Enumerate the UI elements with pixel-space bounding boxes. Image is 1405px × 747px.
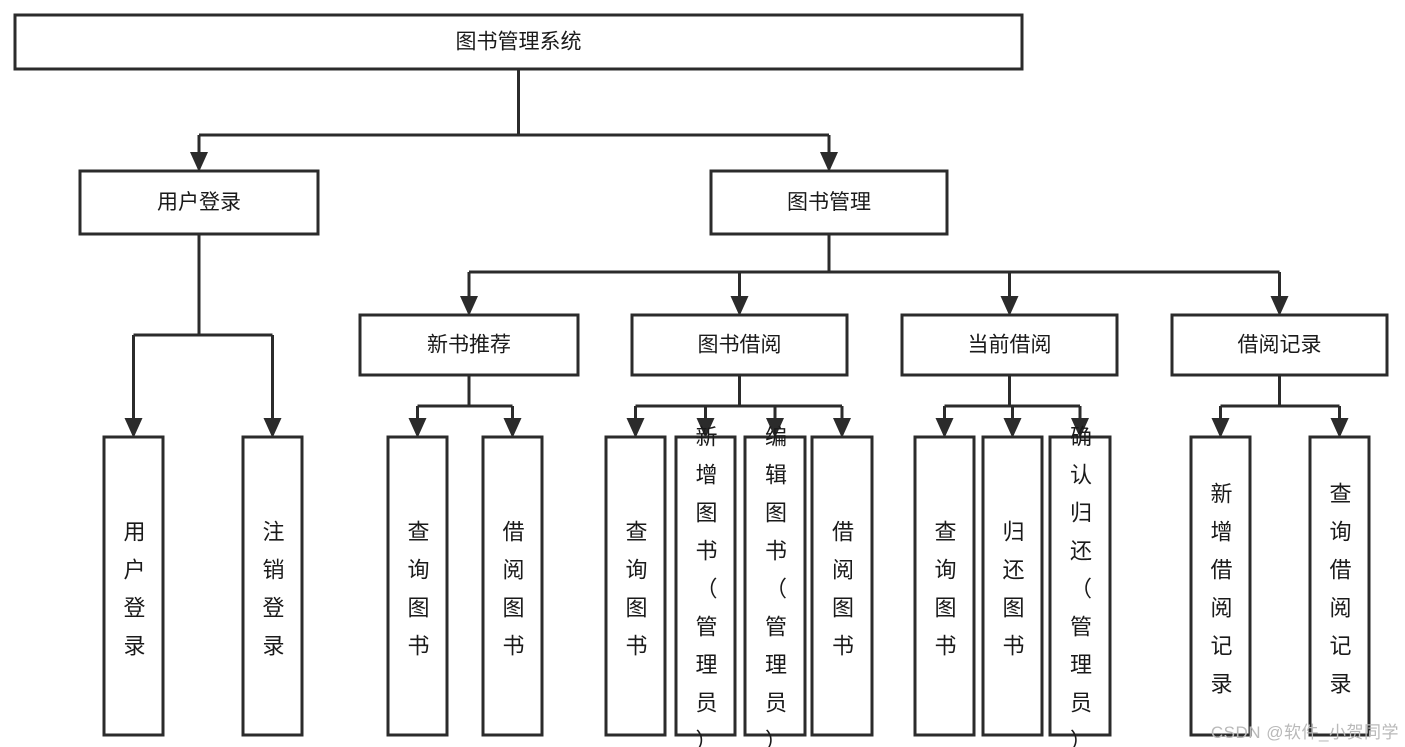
diagram-node-leaf-query-record[interactable]: 查询借阅记录 [1308,435,1371,737]
arrow-head-icon [1003,418,1022,438]
diagram-node-root[interactable]: 图书管理系统 [13,13,1024,71]
arrow-head-icon [730,296,749,316]
node-box [481,435,544,737]
diagram-node-leaf-borrow-book-2[interactable]: 借阅图书 [810,435,874,737]
node-label: 新书推荐 [427,334,511,357]
node-box [810,435,874,737]
arrow-head-icon [696,418,715,438]
diagram-node-leaf-add-book[interactable]: 新增图书（管理员） [674,425,737,747]
arrow-head-icon [1000,296,1019,316]
arrow-head-icon [766,418,784,438]
diagram-node-leaf-query-book-3[interactable]: 查询图书 [913,435,976,737]
arrow-head-icon [1330,418,1349,438]
diagram-node-leaf-query-book-1[interactable]: 查询图书 [386,435,449,737]
node-label: 新增借阅记录 [1210,482,1232,697]
diagram-node-current-borrow[interactable]: 当前借阅 [900,313,1119,377]
node-label: 编辑图书（管理员） [765,425,787,747]
node-box [630,313,849,377]
diagram-node-new-book-rec[interactable]: 新书推荐 [358,313,580,377]
node-label: 归还图书 [1002,520,1024,659]
diagram-node-leaf-logout[interactable]: 注销登录 [241,435,304,737]
node-label: 确认归还（管理员） [1070,425,1092,747]
node-label: 用户登录 [157,191,241,214]
arrow-head-icon [1270,296,1289,316]
node-label: 查询图书 [934,520,956,659]
node-label: 查询借阅记录 [1329,482,1351,697]
node-box [900,313,1119,377]
diagram-node-book-borrow[interactable]: 图书借阅 [630,313,849,377]
arrow-head-icon [460,296,478,316]
arrow-head-icon [935,418,954,438]
node-box [674,435,737,737]
node-box [241,435,304,737]
arrow-head-icon [124,418,143,438]
node-box [1170,313,1389,377]
diagram-node-book-manage[interactable]: 图书管理 [709,169,949,236]
arrow-head-icon [820,152,838,172]
arrow-head-icon [1071,418,1089,438]
node-box [913,435,976,737]
node-box [709,169,949,236]
diagram-node-borrow-record[interactable]: 借阅记录 [1170,313,1389,377]
node-label: 注销登录 [262,520,284,659]
connector-layer [124,69,1349,438]
diagram-node-leaf-add-record[interactable]: 新增借阅记录 [1189,435,1252,737]
node-box [1308,435,1371,737]
node-box [1189,435,1252,737]
diagram-node-leaf-user-login[interactable]: 用户登录 [102,435,165,737]
node-box [604,435,667,737]
diagram-node-leaf-return-book[interactable]: 归还图书 [981,435,1044,737]
node-label: 查询图书 [407,520,429,659]
node-label: 借阅图书 [502,520,524,659]
diagram-node-leaf-query-book-2[interactable]: 查询图书 [604,435,667,737]
arrow-head-icon [190,152,208,172]
arrow-head-icon [503,418,522,438]
arrow-head-icon [408,418,427,438]
node-box [78,169,320,236]
node-box [386,435,449,737]
diagram-node-user-login[interactable]: 用户登录 [78,169,320,236]
node-box [981,435,1044,737]
node-box [743,435,807,737]
node-box [102,435,165,737]
node-label: 用户登录 [123,520,145,659]
node-label: 借阅记录 [1238,334,1322,357]
arrow-head-icon [263,418,282,438]
node-label: 查询图书 [625,520,647,659]
diagram-node-leaf-edit-book[interactable]: 编辑图书（管理员） [743,425,807,747]
watermark-text: CSDN @软件_小贺同学 [1210,723,1399,742]
node-box [13,13,1024,71]
node-label: 当前借阅 [968,334,1052,357]
arrow-head-icon [833,418,851,438]
node-label: 借阅图书 [832,520,854,659]
node-box [358,313,580,377]
node-label: 图书管理 [787,191,871,214]
arrow-head-icon [626,418,645,438]
diagram-node-leaf-confirm-return[interactable]: 确认归还（管理员） [1048,425,1112,747]
node-layer: 图书管理系统用户登录图书管理新书推荐图书借阅当前借阅借阅记录用户登录注销登录查询… [13,13,1389,747]
arrow-head-icon [1211,418,1230,438]
node-label: 新增图书（管理员） [695,425,717,747]
node-box [1048,435,1112,737]
diagram-node-leaf-borrow-book-1[interactable]: 借阅图书 [481,435,544,737]
node-label: 图书借阅 [698,334,782,357]
node-label: 图书管理系统 [456,31,582,54]
